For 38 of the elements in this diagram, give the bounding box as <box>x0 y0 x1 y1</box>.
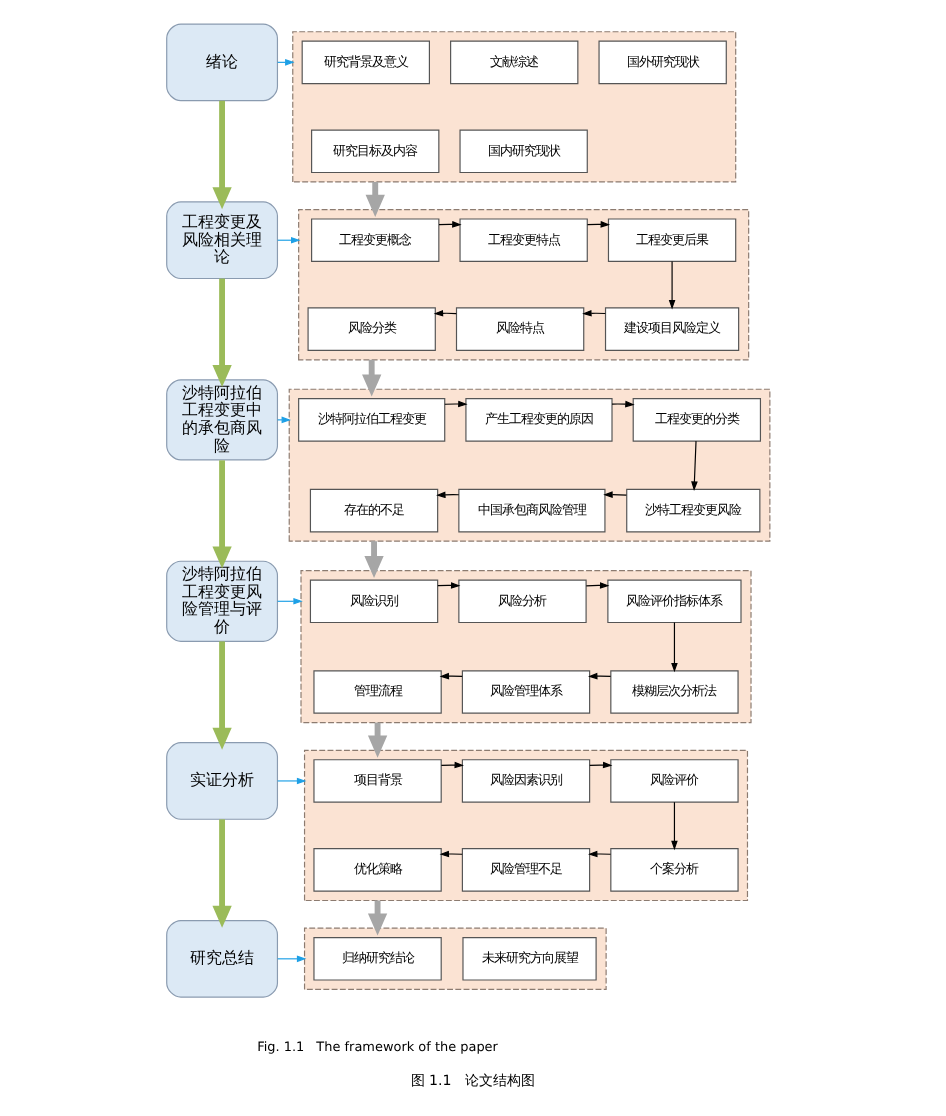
arrow <box>603 491 627 498</box>
arrow <box>611 400 635 408</box>
cluster <box>303 749 749 902</box>
arrow <box>212 460 232 569</box>
arrow <box>277 416 291 424</box>
arrow <box>277 955 307 963</box>
arrow <box>589 761 613 769</box>
node-box: 沙特阿拉伯工程变更风险管理与评价 <box>166 560 279 642</box>
arrow <box>365 181 385 217</box>
arrow <box>277 777 307 785</box>
arrow <box>440 761 464 769</box>
arrow <box>671 801 678 851</box>
node-box: 沙特阿拉伯工程变更中的承包商风险 <box>166 379 279 461</box>
arrow <box>671 621 678 673</box>
arrow <box>668 260 676 310</box>
arrow <box>212 100 232 210</box>
arrow <box>212 819 232 928</box>
arrow <box>691 440 698 491</box>
arrow <box>367 900 388 936</box>
node-box: 实证分析 <box>166 742 279 820</box>
arrow <box>367 722 388 758</box>
arrow <box>362 359 382 397</box>
cluster <box>292 31 737 183</box>
arrow <box>444 400 468 408</box>
arrow <box>588 850 612 858</box>
arrow <box>588 672 612 680</box>
arrow <box>439 850 463 858</box>
node-box: 绪论 <box>166 23 279 102</box>
cluster <box>298 209 750 361</box>
arrow <box>212 278 232 388</box>
arrow <box>212 641 232 750</box>
arrow <box>439 672 463 680</box>
arrow <box>364 541 384 578</box>
node-box: 工程变更及风险相关理论 <box>166 201 279 280</box>
node-box: 研究总结 <box>166 919 279 998</box>
cluster <box>288 388 771 542</box>
cluster <box>300 570 752 724</box>
cluster <box>303 927 607 991</box>
